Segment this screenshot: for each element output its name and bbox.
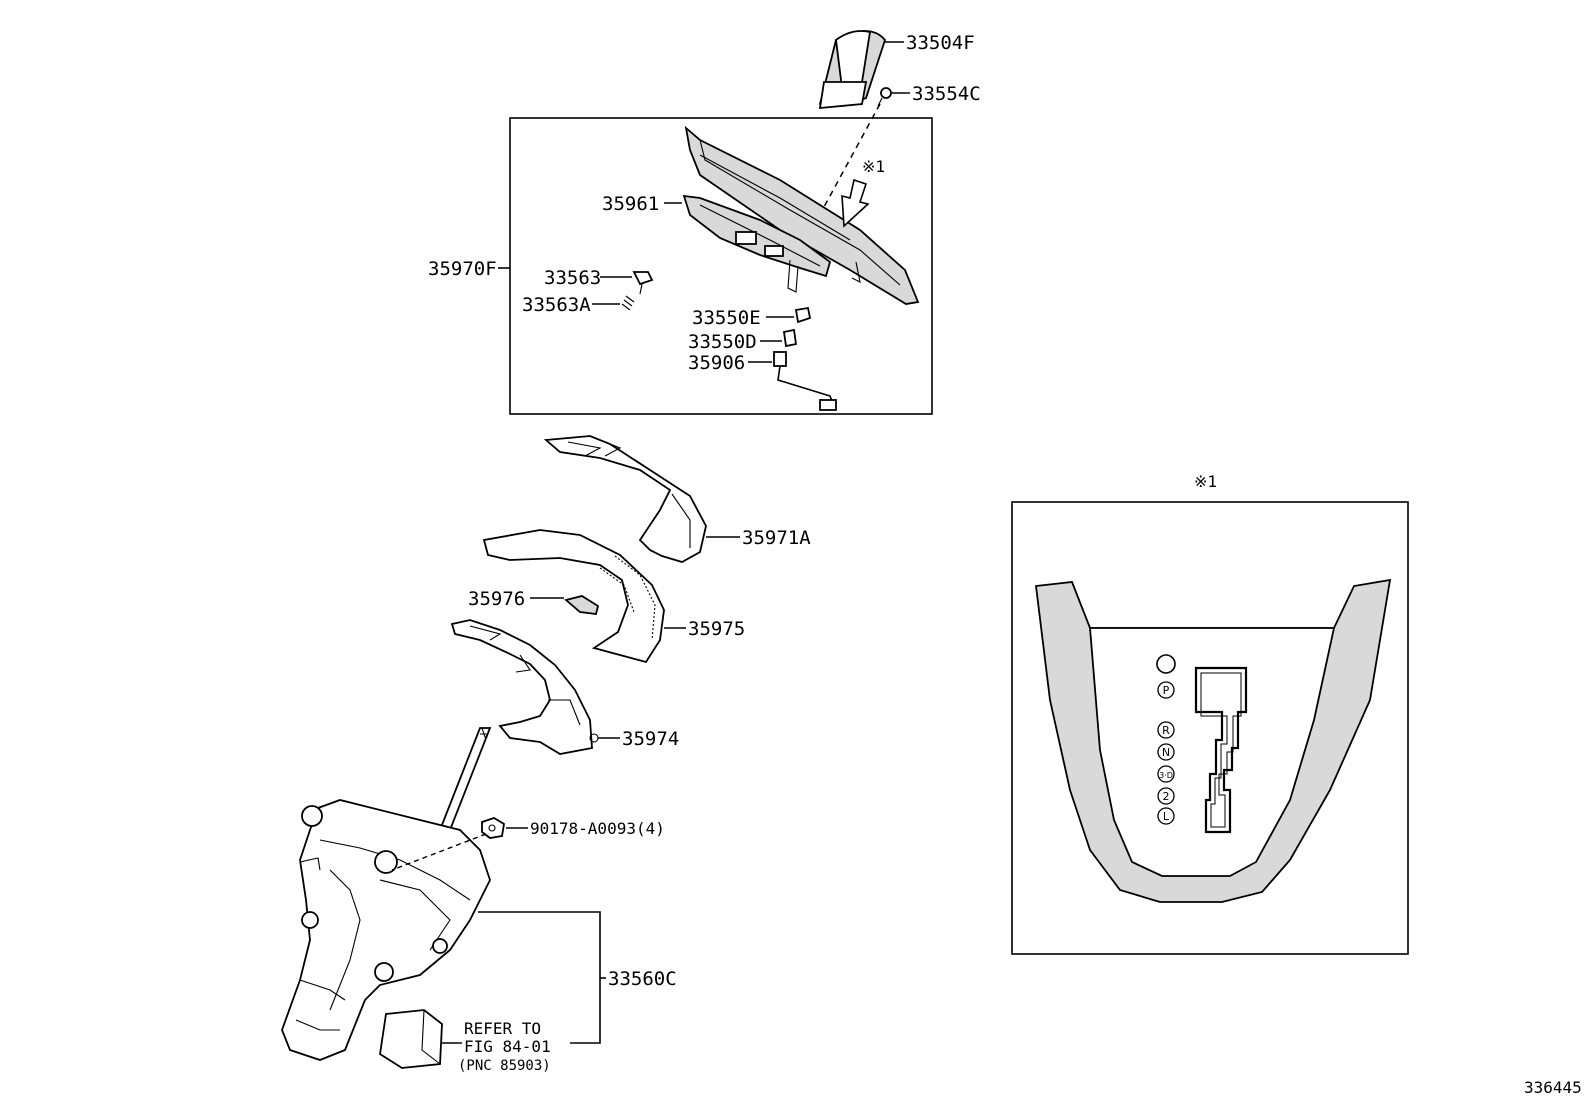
detail-view-box <box>1011 501 1409 955</box>
label-33550D: 33550D <box>688 331 757 353</box>
label-33563: 33563 <box>544 267 601 289</box>
label-33504F: 33504F <box>906 32 975 54</box>
nut-part-90178 <box>481 817 505 839</box>
gear-indicator-circle <box>1157 787 1175 805</box>
label-35974: 35974 <box>622 728 679 750</box>
gear-position-label: N <box>1162 746 1170 759</box>
view-arrow-icon <box>841 178 870 228</box>
refer-note-line3: (PNC 85903) <box>458 1058 551 1074</box>
gear-indicator-circle <box>1157 807 1175 825</box>
label-35906: 35906 <box>688 352 745 374</box>
bracket-part-35961 <box>682 194 832 293</box>
indicator-housing-part <box>684 125 920 305</box>
gear-indicator-circle <box>1157 765 1175 783</box>
assembly-box-35970F <box>509 117 933 415</box>
bulb-part-33563A <box>621 295 635 311</box>
label-33563A: 33563A <box>522 294 591 316</box>
label-33554C: 33554C <box>912 83 981 105</box>
gear-position-label: 3·D <box>1159 771 1173 780</box>
shift-gate-panel: P RN 3·D 2L <box>1034 578 1392 903</box>
cover-part-35971A <box>543 435 707 563</box>
gear-indicator-circle <box>1157 681 1175 699</box>
refer-note-line1: REFER TO <box>464 1019 541 1038</box>
housing-part-35974 <box>450 619 599 755</box>
label-35970F: 35970F <box>428 258 497 280</box>
label-35976: 35976 <box>468 588 525 610</box>
connector-part <box>379 1009 443 1069</box>
gear-indicator-circle <box>1157 743 1175 761</box>
gear-position-label: 2 <box>1163 790 1170 803</box>
diagram-id: 336445 <box>1524 1078 1582 1097</box>
note-mark: ※1 <box>862 157 885 176</box>
label-33560C: 33560C <box>608 968 677 990</box>
label-33550E: 33550E <box>692 307 761 329</box>
screw-part-33554C <box>877 87 892 107</box>
gear-position-label: R <box>1162 724 1170 737</box>
bulb-part-33550D <box>782 328 798 348</box>
cap-part-33550E <box>794 306 812 324</box>
refer-note-line2: FIG 84-01 <box>464 1037 551 1056</box>
gear-indicator-circle <box>1157 721 1175 739</box>
gear-position-label: P <box>1163 684 1170 697</box>
gear-position-label: L <box>1163 810 1170 823</box>
label-35961: 35961 <box>602 193 659 215</box>
slide-cover-part-35975 <box>482 529 665 664</box>
label-90178-A0093: 90178-A0093(4) <box>530 819 665 838</box>
detail-mark: ※1 <box>1194 472 1217 491</box>
bulb-socket-part-33563 <box>632 271 654 295</box>
label-35971A: 35971A <box>742 527 811 549</box>
shift-knob-part <box>818 30 887 110</box>
clip-part-35976 <box>564 595 600 615</box>
wire-harness-part-35906 <box>773 351 837 411</box>
label-35975: 35975 <box>688 618 745 640</box>
shift-lever-assembly-part-33560C <box>281 727 492 1061</box>
